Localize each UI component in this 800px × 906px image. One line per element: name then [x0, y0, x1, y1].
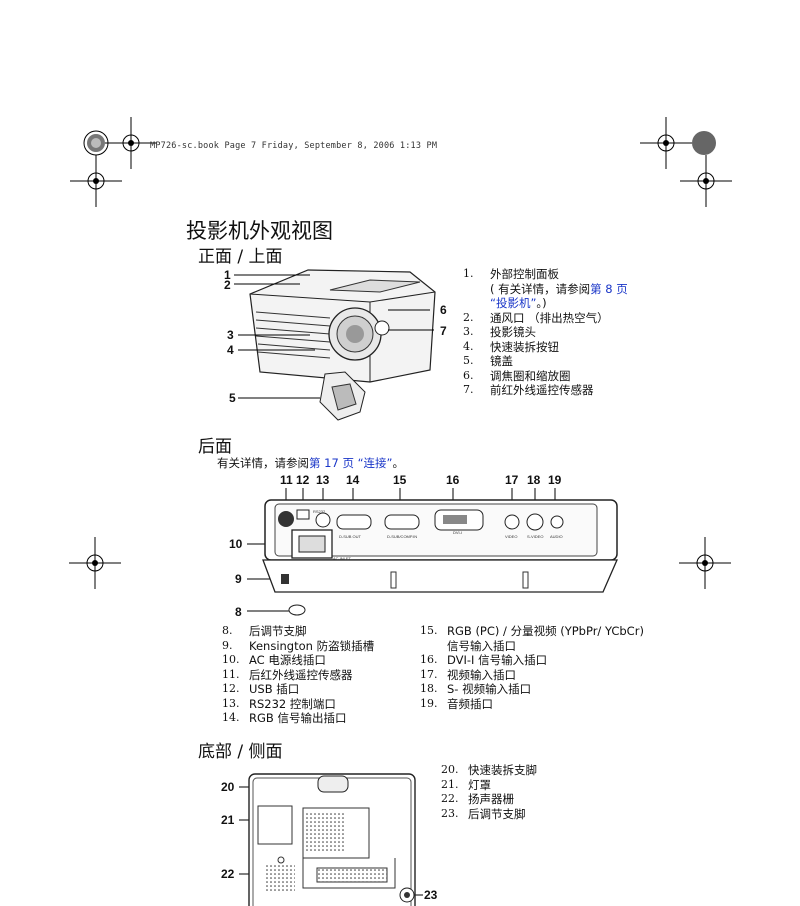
page-title: 投影机外观视图	[186, 219, 333, 243]
list-item: 18.S- 视频输入插口	[420, 682, 532, 696]
rear-parts-list-left: 8.后调节支脚 9.Kensington 防盗锁插槽 10.AC 电源线插口 1…	[222, 624, 374, 726]
rear-note: 有关详情，请参阅第 17 页 “连接”。	[217, 456, 405, 470]
list-item: 21.灯罩	[441, 777, 491, 792]
rear-callout-8: 8	[235, 605, 242, 619]
list-item: ( 有关详情，请参阅第 8 页	[490, 281, 628, 296]
rear-callout-12: 12	[296, 473, 310, 487]
connection-link[interactable]: 第 17 页 “连接”	[309, 456, 393, 470]
front-callout-3: 3	[227, 328, 234, 342]
front-parts-list: 1.外部控制面板 ( 有关详情，请参阅第 8 页 “投影机”。) 2.通风口 （…	[463, 267, 628, 398]
list-item: 9.Kensington 防盗锁插槽	[222, 638, 375, 653]
front-heading: 正面 / 上面	[198, 247, 283, 267]
bottom-view-illustration	[239, 773, 423, 906]
list-item: 17.视频输入插口	[420, 667, 516, 682]
rear-callout-13: 13	[316, 473, 330, 487]
rear-heading: 后面	[198, 437, 232, 457]
port-label-audio: AUDIO	[550, 534, 563, 539]
bottom-callout-20: 20	[221, 780, 235, 794]
list-item: 3.投影镜头	[463, 325, 536, 339]
list-item: 15.RGB (PC) / 分量视频 (YPbPr/ YCbCr)	[420, 624, 644, 638]
rear-view-illustration: RS232 D-SUB OUT D-SUB/COMP.IN DVI-I VIDE…	[247, 488, 618, 616]
list-item: 12.USB 插口	[222, 682, 300, 696]
rear-callout-9: 9	[235, 572, 242, 586]
port-label-dsub-out: D-SUB OUT	[339, 534, 362, 539]
list-item: 8.后调节支脚	[222, 624, 307, 638]
list-item: 16.DVI-I 信号输入插口	[420, 653, 548, 667]
front-callout-1: 1	[224, 268, 231, 282]
list-item: 5.镜盖	[463, 354, 513, 368]
bottom-parts-list: 20.快速装拆支脚 21.灯罩 22.扬声器栅 23.后调节支脚	[441, 763, 537, 821]
rear-callout-17: 17	[505, 473, 519, 487]
list-item: 1.外部控制面板	[463, 267, 559, 281]
list-item: 7.前红外线遥控传感器	[463, 383, 594, 397]
rear-callout-15: 15	[393, 473, 407, 487]
rear-callout-11: 11	[280, 473, 293, 487]
front-callout-5: 5	[229, 391, 236, 405]
rear-callout-16: 16	[446, 473, 460, 487]
page-8-link[interactable]: 第 8 页	[590, 281, 628, 296]
port-label-dsub-in: D-SUB/COMP.IN	[387, 534, 417, 539]
port-label-rs232: RS232	[313, 509, 326, 514]
port-label-video: VIDEO	[505, 534, 517, 539]
page-header: MP726-sc.book Page 7 Friday, September 8…	[150, 141, 438, 151]
front-callout-2: 2	[224, 278, 231, 292]
list-item: 4.快速装拆按钮	[463, 339, 559, 354]
bottom-callout-21: 21	[221, 813, 235, 827]
bottom-heading: 底部 / 侧面	[198, 742, 283, 762]
list-item: 23.后调节支脚	[441, 806, 526, 821]
front-view-illustration	[234, 269, 436, 421]
front-callout-6: 6	[440, 303, 447, 317]
port-label-svideo: S-VIDEO	[527, 534, 543, 539]
port-label-ac-inlet: AC INLET	[333, 556, 352, 561]
front-callout-7: 7	[440, 324, 447, 338]
list-item: 19.音频插口	[420, 696, 493, 711]
list-item: 11.后红外线遥控传感器	[222, 667, 353, 682]
bottom-callout-23: 23	[424, 888, 438, 902]
rear-callout-10: 10	[229, 537, 243, 551]
rear-callout-14: 14	[346, 473, 360, 487]
list-item: “投影机”。)	[490, 296, 547, 310]
front-callout-4: 4	[227, 343, 234, 357]
port-label-dvi: DVI-I	[453, 530, 462, 535]
rear-callout-19: 19	[548, 473, 562, 487]
rear-callout-18: 18	[527, 473, 541, 487]
list-item: 2.通风口 （排出热空气）	[463, 310, 609, 325]
list-item: 14.RGB 信号输出插口	[222, 711, 347, 725]
bottom-callout-22: 22	[221, 867, 235, 881]
list-item: 信号输入插口	[447, 638, 516, 653]
list-item: 10.AC 电源线插口	[222, 653, 326, 667]
list-item: 22.扬声器栅	[441, 792, 514, 806]
projector-link[interactable]: “投影机”	[490, 296, 537, 310]
list-item: 13.RS232 控制端口	[222, 696, 336, 711]
list-item: 20.快速装拆支脚	[441, 763, 537, 777]
rear-parts-list-right: 15.RGB (PC) / 分量视频 (YPbPr/ YCbCr) 信号输入插口…	[420, 624, 644, 711]
list-item: 6.调焦圈和缩放圈	[463, 368, 571, 383]
